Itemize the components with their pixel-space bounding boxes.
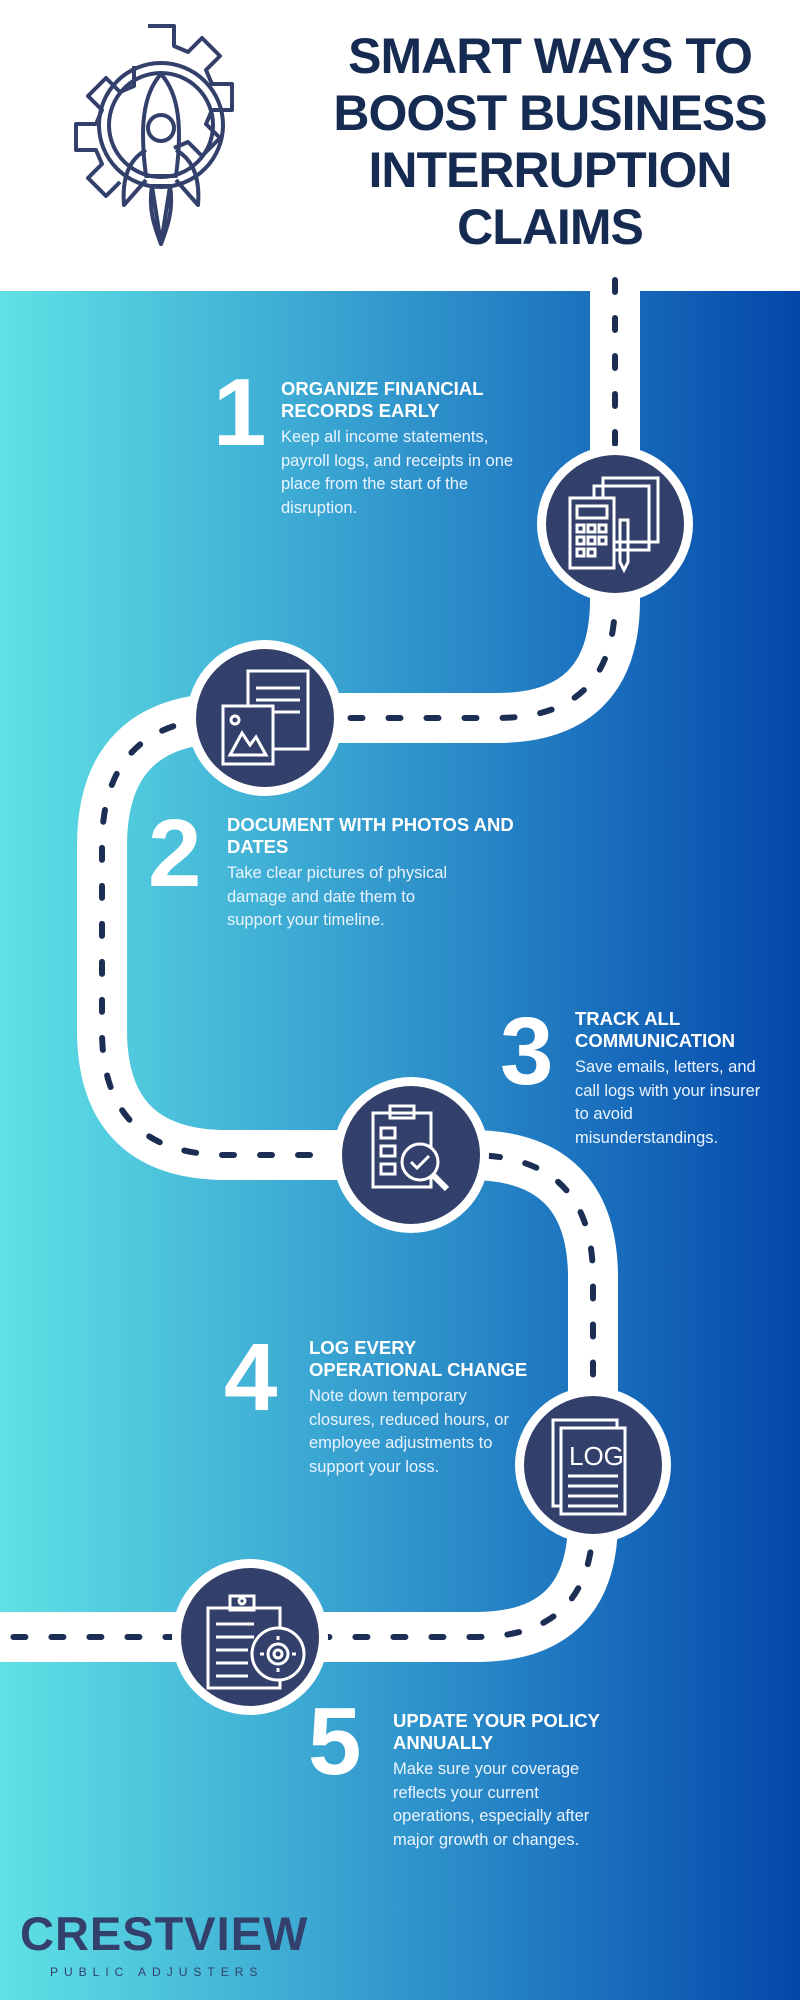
clipboard-magnifier-check-icon bbox=[371, 1104, 450, 1192]
crestview-logo: CRESTVIEW PUBLIC ADJUSTERS bbox=[20, 1910, 308, 1979]
step-number: 3 bbox=[500, 998, 554, 1105]
page-title: SMART WAYS TO BOOST BUSINESS INTERRUPTIO… bbox=[300, 28, 800, 256]
step-heading: ORGANIZE FINANCIAL RECORDS EARLY bbox=[281, 378, 484, 421]
clipboard-gear-refresh-icon bbox=[206, 1594, 306, 1690]
title-line: SMART WAYS TO bbox=[348, 28, 753, 84]
step-text: UPDATE YOUR POLICY ANNUALLY Make sure yo… bbox=[393, 1710, 633, 1852]
title-line: INTERRUPTION bbox=[368, 142, 733, 198]
step-number: 4 bbox=[224, 1324, 278, 1431]
title-line: BOOST BUSINESS bbox=[333, 85, 767, 141]
logo-tagline: PUBLIC ADJUSTERS bbox=[50, 1965, 264, 1979]
document-photo-icon bbox=[221, 669, 310, 766]
step-number: 1 bbox=[213, 359, 267, 466]
step-body: Make sure your coverage reflects your cu… bbox=[393, 1760, 590, 1849]
step-text: TRACK ALL COMMUNICATION Save emails, let… bbox=[575, 1008, 775, 1150]
svg-text:LOG: LOG bbox=[569, 1441, 624, 1471]
rocket-gear-icon bbox=[74, 24, 234, 246]
step-heading: UPDATE YOUR POLICY ANNUALLY bbox=[393, 1710, 600, 1753]
step-text: LOG EVERY OPERATIONAL CHANGE Note down t… bbox=[309, 1337, 549, 1479]
logo-name: CRESTVIEW bbox=[20, 1907, 309, 1960]
step-text: ORGANIZE FINANCIAL RECORDS EARLY Keep al… bbox=[281, 378, 541, 520]
header bbox=[0, 0, 800, 291]
step-body: Note down temporary closures, reduced ho… bbox=[309, 1387, 509, 1476]
title-line: CLAIMS bbox=[457, 199, 644, 255]
step-text: DOCUMENT WITH PHOTOS AND DATES Take clea… bbox=[227, 814, 557, 933]
step-body: Keep all income statements, payroll logs… bbox=[281, 428, 514, 517]
step-body: Take clear pictures of physical damage a… bbox=[227, 864, 448, 929]
road-center-dashes bbox=[0, 277, 618, 1640]
step-body: Save emails, letters, and call logs with… bbox=[575, 1058, 761, 1147]
log-document-icon: LOG bbox=[551, 1418, 627, 1516]
step-heading: LOG EVERY OPERATIONAL CHANGE bbox=[309, 1337, 528, 1380]
step-heading: DOCUMENT WITH PHOTOS AND DATES bbox=[227, 814, 514, 857]
step-heading: TRACK ALL COMMUNICATION bbox=[575, 1008, 735, 1051]
step-number: 5 bbox=[308, 1688, 362, 1795]
step-number: 2 bbox=[148, 800, 202, 907]
calculator-documents-icon bbox=[568, 476, 660, 574]
